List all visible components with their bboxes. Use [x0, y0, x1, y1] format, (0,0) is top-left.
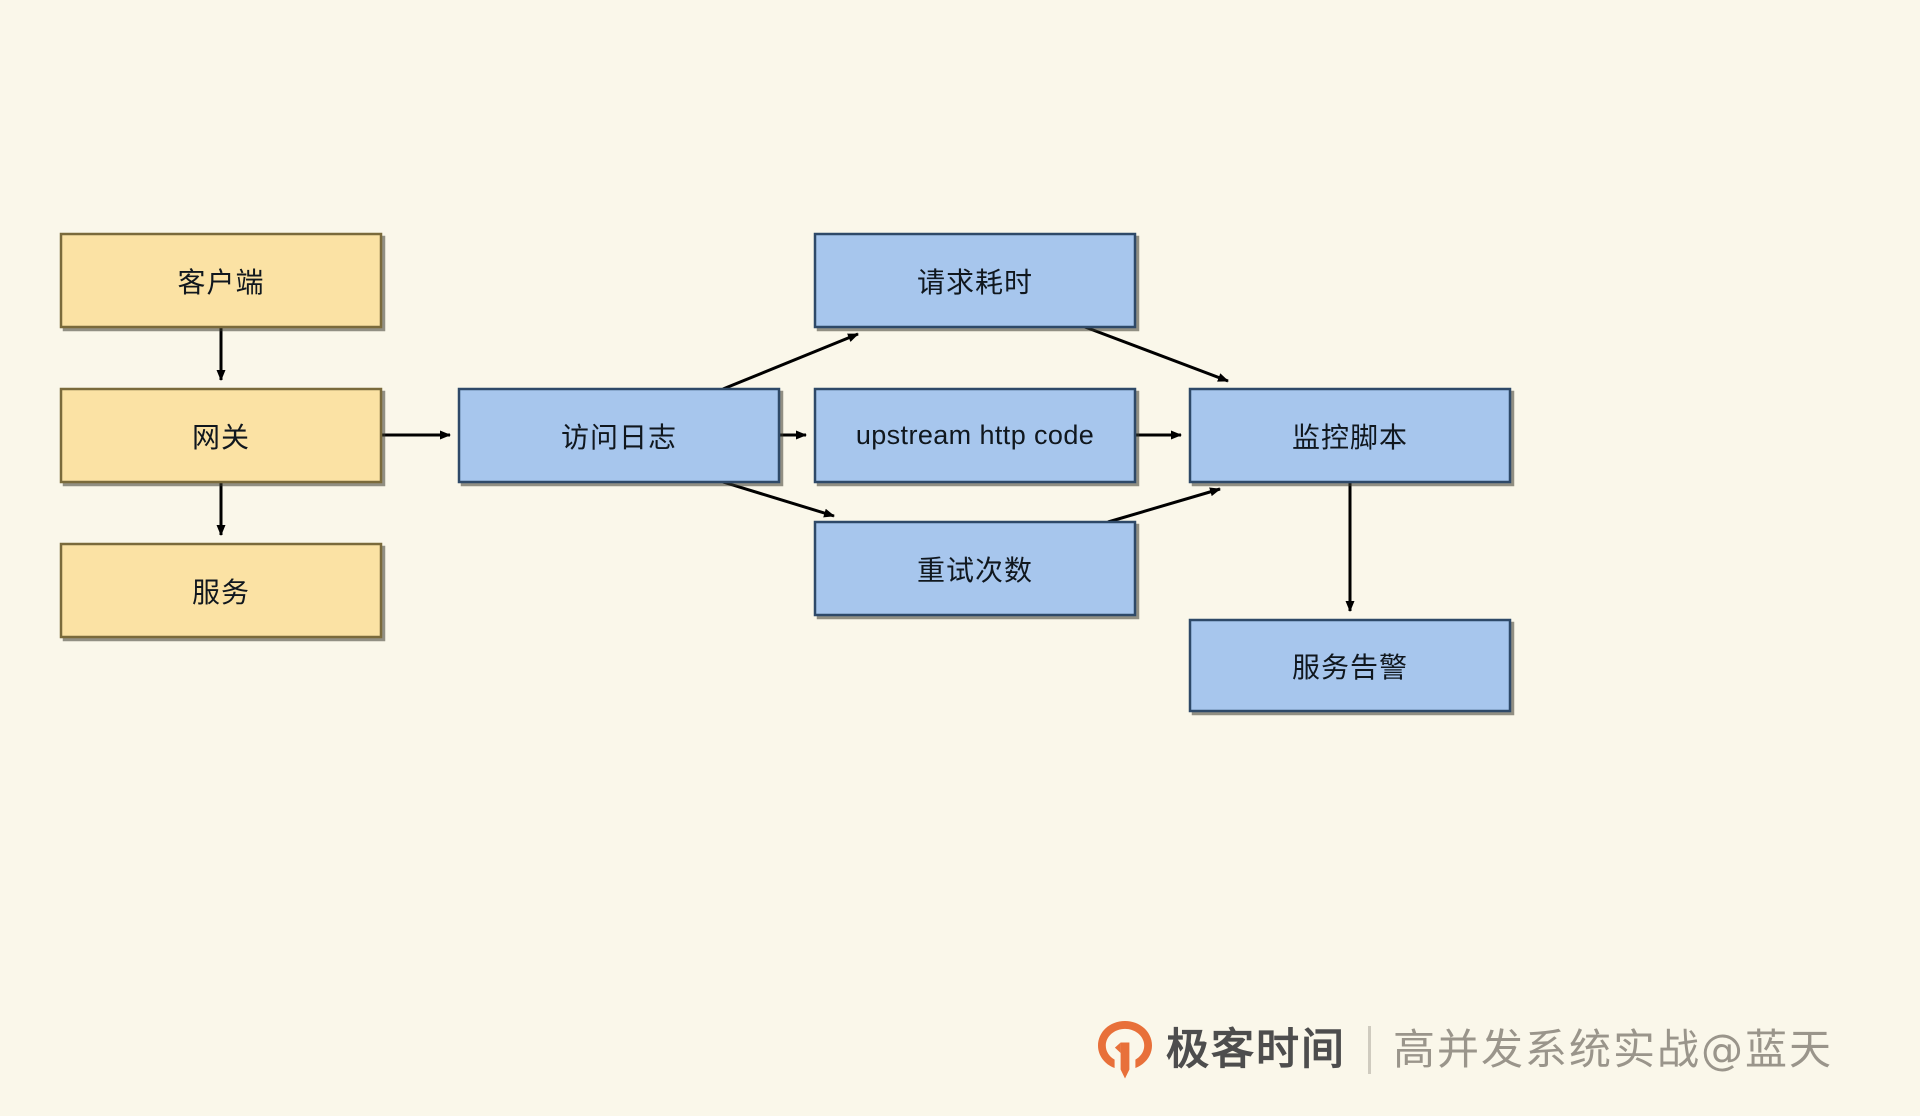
watermark-divider	[1368, 1026, 1371, 1074]
edge-request-time-to-monitor	[1084, 325, 1229, 383]
node-box-service[interactable]	[59, 542, 383, 639]
node-box-alert[interactable]	[1188, 618, 1512, 713]
node-box-http-code[interactable]	[813, 387, 1137, 484]
watermark: 极客时间 高并发系统实战@蓝天	[1096, 1012, 1833, 1088]
edge-log-to-retry-count	[722, 480, 835, 518]
edge-retry-count-to-monitor	[1107, 487, 1221, 524]
node-box-access-log[interactable]	[457, 387, 781, 484]
node-box-monitor[interactable]	[1188, 387, 1512, 484]
node-box-request-time[interactable]	[813, 232, 1137, 329]
node-box-retry-count[interactable]	[813, 520, 1137, 617]
edge-log-to-request-time	[722, 332, 859, 391]
node-box-gateway[interactable]	[59, 387, 383, 484]
geekbang-q-logo-icon	[1096, 1019, 1154, 1081]
node-box-client[interactable]	[59, 232, 383, 329]
watermark-brand: 极客时间	[1166, 1024, 1346, 1075]
watermark-subtitle: 高并发系统实战@蓝天	[1393, 1025, 1834, 1074]
